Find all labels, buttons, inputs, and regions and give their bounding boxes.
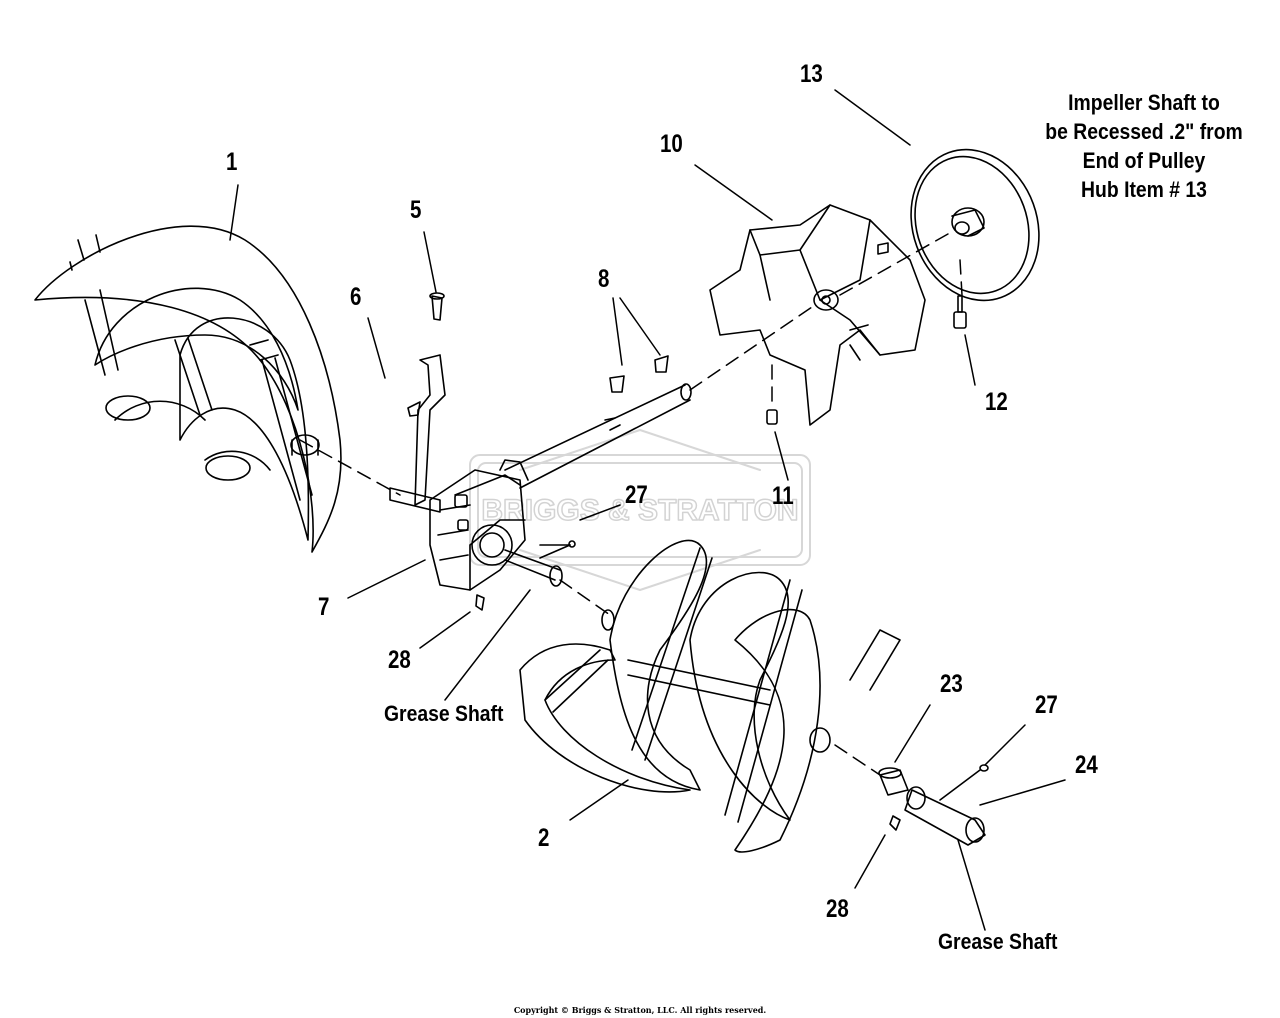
callout-5: 5 [410, 196, 422, 224]
bolt-part-12 [953, 295, 967, 329]
left-shaft-parts [475, 540, 576, 611]
callout-12: 12 [985, 388, 1008, 416]
callout-2: 2 [538, 824, 550, 852]
watermark-text: BRIGGS & STRATTON [481, 494, 798, 527]
callout-24: 24 [1075, 751, 1098, 779]
callout-27-left: 27 [625, 481, 648, 509]
left-auger-part-1 [34, 225, 342, 553]
right-auger-part-2 [519, 539, 901, 853]
impeller-shaft [504, 383, 692, 587]
callout-28-left: 28 [388, 646, 411, 674]
callout-7: 7 [318, 593, 330, 621]
callout-11: 11 [772, 482, 794, 510]
callout-6: 6 [350, 283, 362, 311]
copyright-text: Copyright © Briggs & Stratton, LLC. All … [513, 1005, 767, 1015]
callout-13: 13 [800, 60, 823, 88]
note-line-4: Hub Item # 13 [1081, 177, 1207, 202]
bolt-part-11 [766, 409, 778, 425]
gearbox-part-7 [389, 459, 529, 591]
impeller-shaft-note: Impeller Shaft to be Recessed .2" from E… [1010, 88, 1278, 204]
grease-shaft-label-right: Grease Shaft [938, 929, 1058, 954]
callout-8: 8 [598, 265, 610, 293]
right-shaft-parts [878, 764, 989, 846]
pulley-part-13 [910, 148, 1040, 302]
impeller-housing-part-10 [709, 204, 926, 426]
leader-lines [229, 89, 1066, 931]
callout-10: 10 [660, 130, 683, 158]
callout-1: 1 [226, 148, 238, 176]
note-line-2: be Recessed .2" from [1045, 119, 1243, 144]
note-line-3: End of Pulley [1082, 148, 1206, 173]
callout-28-right: 28 [826, 895, 849, 923]
note-line-1: Impeller Shaft to [1068, 90, 1220, 115]
grease-shaft-label-left: Grease Shaft [384, 701, 504, 726]
assembly-center-lines [299, 229, 963, 776]
rod-part-5-6 [407, 292, 446, 506]
callout-27-right: 27 [1035, 691, 1058, 719]
keys-part-8 [609, 355, 669, 393]
watermark-logo: BRIGGS & STRATTON [469, 429, 811, 591]
callout-23: 23 [940, 670, 963, 698]
